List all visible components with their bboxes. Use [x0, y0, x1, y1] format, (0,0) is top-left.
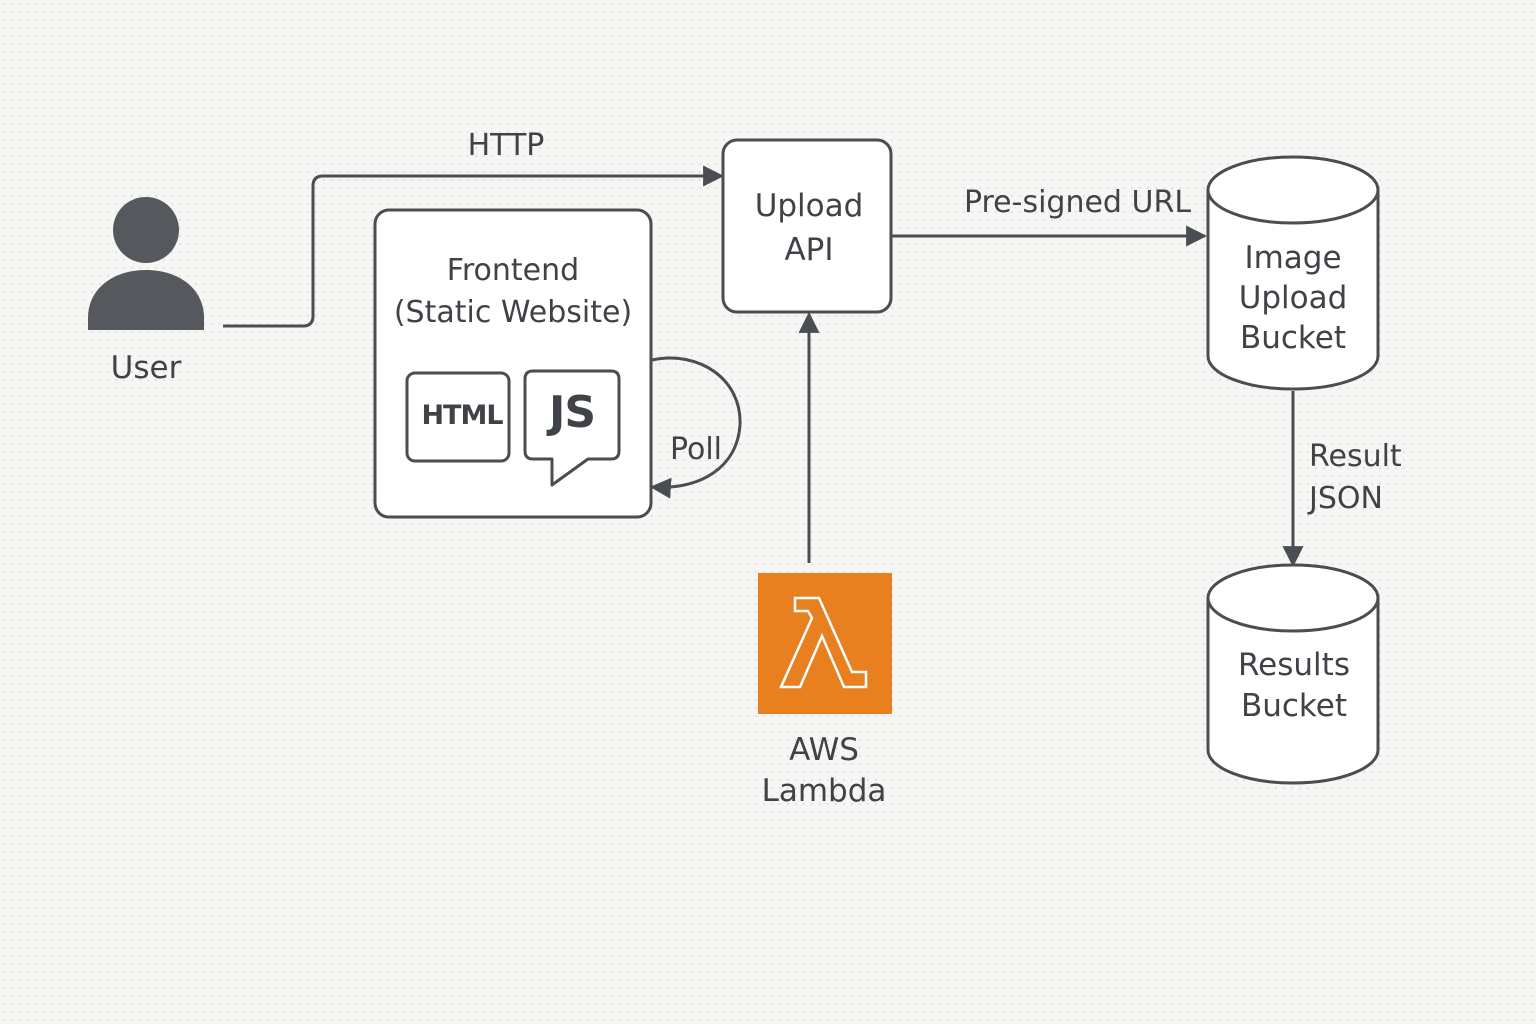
edge-label-result-line1: Result — [1309, 439, 1402, 474]
edge-http — [223, 165, 725, 328]
frontend-title: Frontend (Static Website) — [380, 250, 646, 334]
js-icon — [523, 369, 621, 487]
edge-label-presigned-url: Pre-signed URL — [963, 185, 1192, 220]
edge-label-poll: Poll — [669, 432, 723, 467]
edge-label-http: HTTP — [467, 128, 545, 163]
edge-label-result-line2: JSON — [1309, 481, 1383, 516]
js-badge-label: JS — [548, 387, 596, 438]
frontend-title-line2: (Static Website) — [393, 295, 633, 330]
lambda-icon — [758, 573, 892, 714]
person-icon — [88, 197, 204, 330]
edge-label-result-json: Result JSON — [1309, 436, 1419, 520]
edge-poll — [649, 356, 742, 499]
frontend-title-line1: Frontend — [446, 253, 580, 288]
user-label: User — [110, 350, 182, 386]
image-upload-bucket-line3: Bucket — [1239, 320, 1347, 356]
html-icon — [405, 371, 511, 463]
image-upload-bucket-label: Image Upload Bucket — [1208, 238, 1378, 358]
results-bucket-line1: Results — [1238, 647, 1350, 683]
database-icon — [1206, 563, 1380, 785]
results-bucket-line2: Bucket — [1240, 688, 1348, 724]
results-bucket-label: Results Bucket — [1208, 645, 1380, 727]
upload-api-label-line1: Upload — [754, 188, 864, 224]
html-badge-label: HTML — [421, 400, 503, 431]
lambda-label: AWS Lambda — [744, 730, 904, 812]
image-upload-bucket-line1: Image — [1244, 240, 1342, 276]
lambda-label-line1: AWS — [789, 732, 859, 768]
upload-api-label: Upload API — [723, 184, 895, 272]
upload-api-label-line2: API — [784, 232, 834, 268]
database-icon — [1206, 155, 1380, 391]
lambda-label-line2: Lambda — [761, 773, 887, 809]
image-upload-bucket-line2: Upload — [1238, 280, 1348, 316]
